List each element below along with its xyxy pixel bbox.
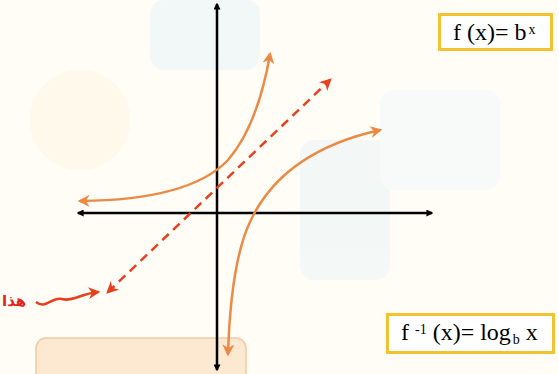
formula-text: f <box>401 319 409 345</box>
formula-text: x <box>526 319 538 345</box>
log-curve <box>228 130 380 354</box>
formula-text: b <box>513 332 520 347</box>
watermark <box>30 0 500 280</box>
exponential-curve <box>80 54 270 201</box>
formula-box: f (x)= bx <box>438 13 553 51</box>
formula-text: (x)= log <box>433 319 511 345</box>
mirror-line <box>108 80 330 292</box>
formula-text: -1 <box>415 322 427 337</box>
formula-text: f (x)= b <box>453 19 527 45</box>
pointer-arrow <box>36 292 98 305</box>
formula-text: x <box>529 22 536 37</box>
note-panel <box>36 338 246 374</box>
formula-box: f -1 (x)= logbx <box>386 313 555 354</box>
pointer-note: هذا <box>2 292 26 310</box>
